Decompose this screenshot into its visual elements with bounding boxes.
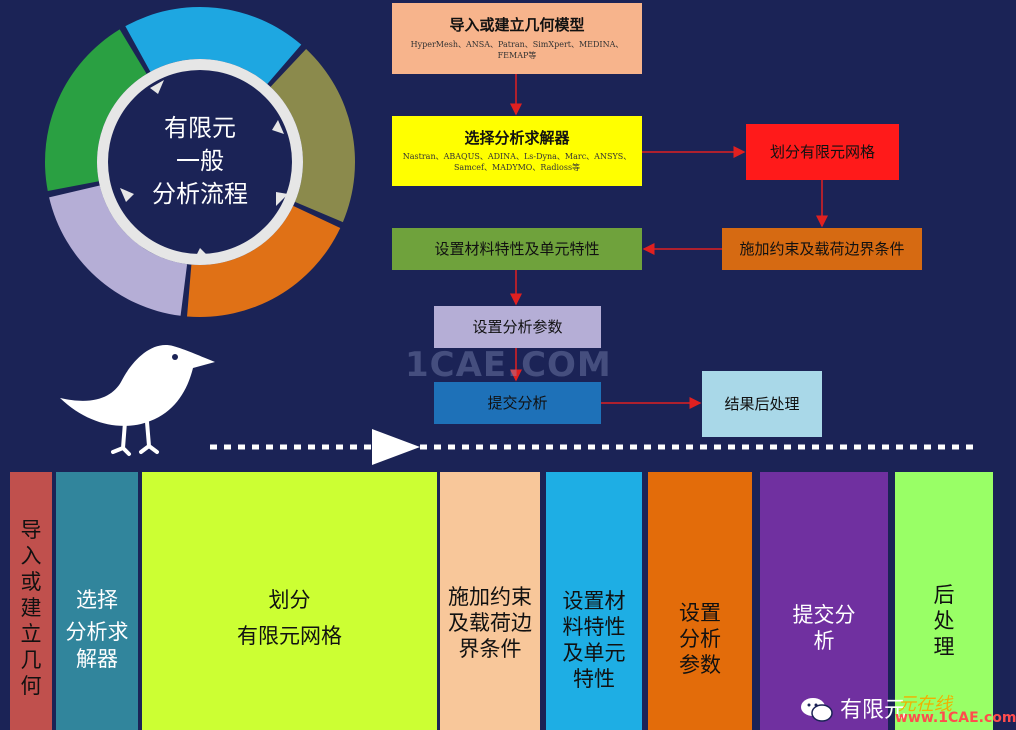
col7-line: 提交分 — [792, 603, 856, 627]
col5-line: 设置材 — [562, 589, 626, 613]
footer-overlay: 元在线 — [898, 694, 952, 715]
process-wheel — [45, 7, 355, 317]
col5-line: 料特性 — [562, 615, 626, 639]
import-geometry-tools: HyperMesh、ANSA、Patran、SimXpert、MEDINA、FE… — [410, 40, 624, 60]
footer-name: 有限元 — [840, 698, 907, 723]
footer-logo: 有限元 元在线 www.1CAE.com — [790, 690, 1016, 730]
col4-line: 及载荷边 — [448, 611, 532, 635]
wheel-center — [108, 70, 292, 254]
timeline-arrowhead — [372, 429, 420, 465]
col2-line: 分析求 — [65, 620, 129, 644]
bird-icon — [60, 344, 215, 456]
step-column-6-text: 设置 分析 参数 — [679, 600, 721, 730]
step-column-6: 设置 分析 参数 — [648, 472, 752, 730]
step-column-2: 选择 分析求 解器 — [56, 472, 138, 730]
import-geometry-box: 导入或建立几何模型 HyperMesh、ANSA、Patran、SimXpert… — [392, 3, 642, 74]
step-column-7-text: 提交分 析 — [793, 602, 856, 730]
step-column-4: 施加约束 及载荷边 界条件 — [440, 472, 540, 730]
step-column-7: 提交分 析 — [760, 472, 888, 730]
col5-line: 特性 — [573, 667, 615, 691]
col3-line: 有限元网格 — [237, 624, 342, 648]
col2-line: 解器 — [76, 647, 118, 671]
wheel-title-line-1: 有限元 — [164, 114, 236, 142]
step-column-5-text: 设置材 料特性 及单元 特性 — [563, 588, 626, 730]
col7-line: 析 — [813, 629, 835, 653]
col8-line: 理 — [933, 635, 955, 659]
choose-solver-title: 选择分析求解器 — [464, 129, 570, 147]
flow-connectors — [210, 74, 975, 465]
col1-line: 何 — [20, 674, 42, 698]
loads-box: 施加约束及载荷边界条件 — [722, 228, 922, 270]
step-column-3-text: 划分 有限元网格 — [237, 582, 342, 730]
submit-box: 提交分析 — [434, 382, 601, 424]
col8-line: 处 — [933, 609, 955, 633]
col1-line: 导 — [20, 518, 42, 542]
col6-line: 设置 — [679, 601, 721, 625]
wheel-title: 有限元 一般 分析流程 — [120, 112, 280, 211]
col6-line: 分析 — [679, 627, 721, 651]
step-column-5: 设置材 料特性 及单元 特性 — [546, 472, 642, 730]
col5-line: 及单元 — [562, 641, 626, 665]
mesh-title: 划分有限元网格 — [769, 143, 875, 161]
import-geometry-title: 导入或建立几何模型 — [449, 16, 585, 34]
wheel-segment — [45, 29, 147, 192]
loads-title: 施加约束及载荷边界条件 — [739, 240, 905, 258]
material-title: 设置材料特性及单元特性 — [434, 240, 600, 258]
wheel-title-line-2: 一般 — [176, 147, 224, 175]
mesh-box: 划分有限元网格 — [746, 124, 899, 180]
material-box: 设置材料特性及单元特性 — [392, 228, 642, 270]
wheel-segment — [187, 205, 341, 317]
step-column-1: 导 入 或 建 立 几 何 — [10, 472, 52, 730]
wheel-ring-arrows — [120, 80, 288, 260]
submit-title: 提交分析 — [487, 394, 548, 412]
step-column-2-text: 选择 分析求 解器 — [66, 584, 129, 730]
params-box: 设置分析参数 — [434, 306, 601, 348]
col1-line: 或 — [20, 570, 42, 594]
wheel-segment — [49, 185, 188, 316]
col2-line: 选择 — [76, 588, 118, 612]
choose-solver-box: 选择分析求解器 Nastran、ABAQUS、ADINA、Ls-Dyna、Mar… — [392, 116, 642, 186]
step-column-1-text: 导 入 或 建 立 几 何 — [21, 517, 42, 730]
col3-line: 划分 — [268, 588, 311, 612]
col8-line: 后 — [933, 583, 955, 607]
step-column-8-text: 后 处 理 — [934, 582, 955, 730]
wheel-segment — [125, 7, 302, 85]
choose-solver-tools: Nastran、ABAQUS、ADINA、Ls-Dyna、Marc、ANSYS、… — [402, 152, 632, 172]
wheel-segment — [270, 49, 355, 223]
wechat-icon — [801, 698, 833, 722]
col4-line: 施加约束 — [448, 585, 532, 609]
post-box: 结果后处理 — [702, 371, 822, 437]
step-column-3: 划分 有限元网格 — [142, 472, 437, 730]
col6-line: 参数 — [679, 653, 721, 677]
step-column-8: 后 处 理 — [895, 472, 993, 730]
wheel-title-line-3: 分析流程 — [152, 180, 248, 208]
col1-line: 立 — [20, 622, 42, 646]
col1-line: 建 — [20, 596, 42, 620]
post-title: 结果后处理 — [724, 395, 800, 413]
params-title: 设置分析参数 — [472, 318, 563, 336]
step-column-4-text: 施加约束 及载荷边 界条件 — [448, 584, 532, 730]
col1-line: 几 — [20, 648, 42, 672]
footer-site: www.1CAE.com — [895, 710, 1016, 726]
col1-line: 入 — [20, 544, 42, 568]
col4-line: 界条件 — [458, 637, 522, 661]
watermark: 1CAE.COM — [405, 345, 612, 385]
